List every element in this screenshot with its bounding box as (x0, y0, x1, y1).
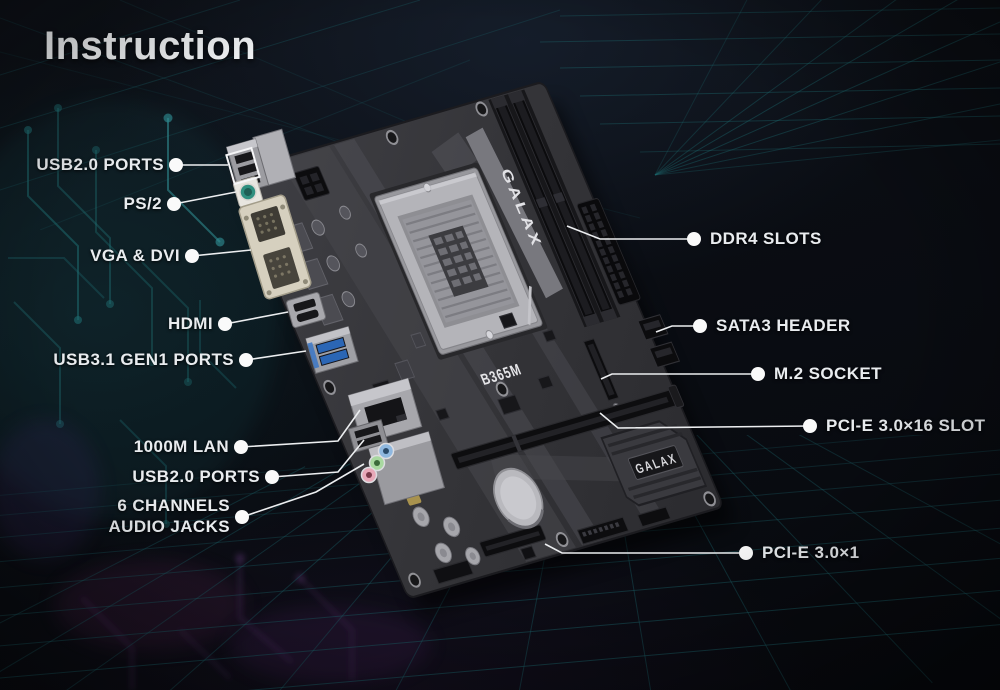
label-usb2-top: USB2.0 PORTS (36, 155, 164, 174)
label-audio: 6 CHANNELS AUDIO JACKS (108, 496, 230, 536)
label-vga-dvi: VGA & DVI (90, 246, 180, 265)
label-ps2: PS/2 (123, 194, 162, 213)
label-pcie1: PCI-E 3.0×1 (762, 543, 860, 562)
page-title: Instruction (44, 24, 257, 68)
label-m2: M.2 SOCKET (774, 364, 882, 383)
label-pcie16: PCI-E 3.0×16 SLOT (826, 416, 986, 435)
label-ddr4: DDR4 SLOTS (710, 229, 822, 248)
label-lan: 1000M LAN (133, 437, 229, 456)
label-usb2-bottom: USB2.0 PORTS (132, 467, 260, 486)
label-hdmi: HDMI (167, 314, 213, 333)
label-sata3: SATA3 HEADER (716, 316, 851, 335)
motherboard: GALAX (230, 81, 722, 599)
label-usb31: USB3.1 GEN1 PORTS (53, 350, 234, 369)
callout-line-audio (241, 463, 365, 518)
bg-grid-top-right (539, 0, 1000, 176)
